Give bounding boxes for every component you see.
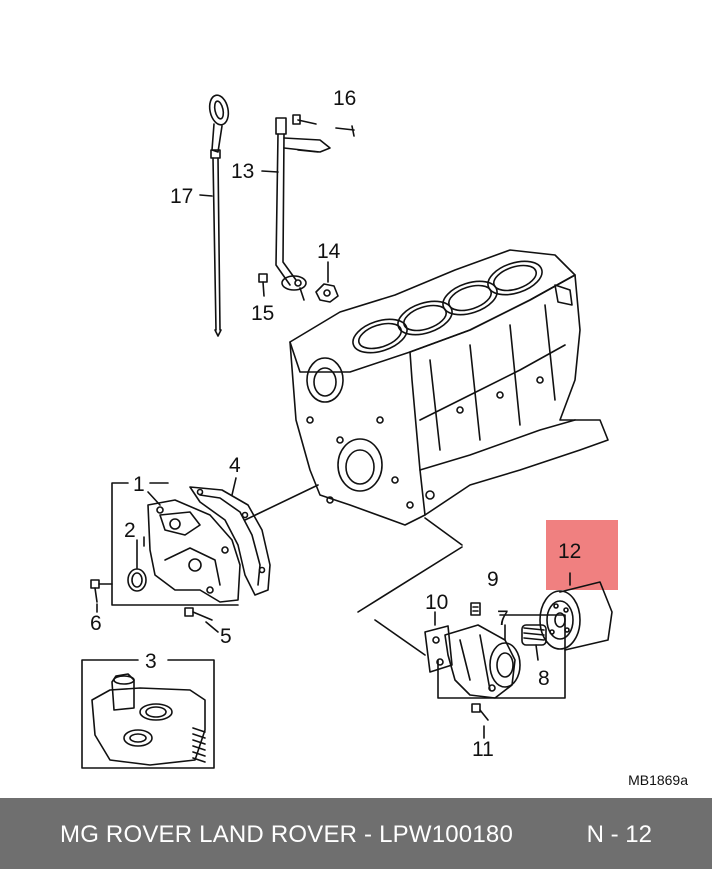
dipstick-tube	[275, 117, 331, 301]
dipstick	[208, 94, 230, 337]
leader-1-to-cover	[147, 491, 161, 506]
leader-4-to-gasket	[231, 477, 237, 496]
leader-13	[261, 170, 279, 173]
group-box-1	[111, 482, 239, 606]
bolt-6	[90, 579, 113, 603]
leader-5	[205, 621, 219, 633]
callout-13: 13	[231, 160, 254, 183]
group-box-3	[81, 659, 215, 769]
footer-page-number: N - 12	[586, 821, 652, 848]
callout-2: 2	[124, 519, 136, 542]
exploded-parts-diagram: 1 2 3 4 5 6 7 8 9 10 11 12 13 14 15 16 1…	[81, 87, 688, 788]
callout-5: 5	[220, 625, 232, 648]
callout-16: 16	[333, 87, 356, 110]
highlight-box-12	[546, 520, 618, 590]
footer-bar: MG ROVER LAND ROVER - LPW100180 N - 12	[0, 798, 712, 869]
filter-group-lines	[357, 546, 566, 699]
bolt-9	[470, 602, 481, 616]
callout-7: 7	[497, 607, 509, 630]
kit-parts-3	[91, 673, 206, 766]
oil-seal-2	[127, 539, 147, 592]
bolt-11	[471, 703, 489, 721]
bolt-16	[292, 114, 355, 137]
leader-block-to-pump	[424, 517, 463, 546]
cylinder-block	[289, 249, 609, 526]
callout-12: 12	[558, 540, 581, 563]
bolt-15	[258, 273, 268, 297]
oil-pump-cover	[147, 499, 241, 603]
oil-filter-adaptor	[444, 624, 521, 699]
gasket-14	[315, 283, 339, 303]
diagram-reference: MB1869a	[628, 772, 688, 788]
callout-3: 3	[145, 650, 157, 673]
callout-1: 1	[133, 473, 145, 496]
cover-gasket-4	[189, 486, 271, 596]
adaptor-gasket-10	[424, 625, 453, 673]
leader-17	[199, 194, 213, 197]
callout-6: 6	[90, 612, 102, 635]
callout-8: 8	[538, 667, 550, 690]
callout-4: 4	[229, 454, 241, 477]
footer-title: MG ROVER LAND ROVER - LPW100180	[60, 821, 514, 848]
callout-17: 17	[170, 185, 193, 208]
leader-block-to-cover	[244, 484, 319, 521]
relief-valve-8	[521, 624, 547, 661]
callout-14: 14	[317, 240, 341, 263]
callout-11: 11	[472, 738, 494, 761]
callout-15: 15	[251, 302, 274, 325]
callout-10: 10	[425, 591, 448, 614]
oil-filter-12	[539, 572, 613, 651]
callout-9: 9	[487, 568, 499, 591]
bolt-5	[184, 607, 213, 621]
